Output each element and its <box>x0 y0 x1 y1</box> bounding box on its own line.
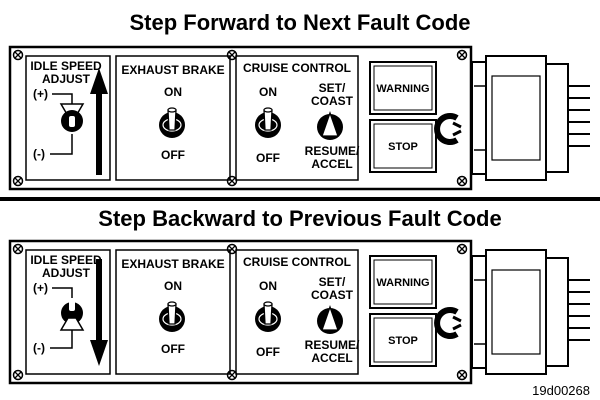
module-frame <box>25 249 111 375</box>
stop-label: STOP <box>388 335 418 347</box>
backward-panel: IDLE SPEED ADJUST (+) (-) EXHAUST B <box>8 239 473 385</box>
cruise-off-label: OFF <box>256 345 280 359</box>
exhaust-brake-module: EXHAUST BRAKE ON OFF <box>115 55 231 181</box>
minus-leader-line <box>50 134 73 155</box>
idle-speed-rocker-switch[interactable] <box>59 103 85 132</box>
cruise-on-label: ON <box>259 85 277 99</box>
wiring-connector-icon <box>471 249 590 375</box>
exhaust-brake-module: EXHAUST BRAKE ON OFF <box>115 249 231 375</box>
minus-leader-line <box>50 328 73 349</box>
set-resume-rocker-switch[interactable] <box>317 305 343 334</box>
exhaust-brake-on-label: ON <box>164 85 182 99</box>
module-frame <box>115 249 231 375</box>
exhaust-brake-title: EXHAUST BRAKE <box>121 63 224 77</box>
cruise-off-label: OFF <box>256 151 280 165</box>
corner-screw-icon <box>226 175 238 187</box>
minus-label: (-) <box>33 147 45 161</box>
wiring-connector-icon <box>471 55 590 181</box>
plus-leader-line <box>52 93 73 104</box>
exhaust-brake-off-label: OFF <box>161 342 185 356</box>
corner-screw-icon <box>12 49 24 61</box>
idle-speed-rocker-switch[interactable] <box>59 300 85 331</box>
exhaust-brake-toggle-switch[interactable] <box>159 107 185 138</box>
adjust-label: ADJUST <box>42 266 91 280</box>
idle-speed-adjust-module: IDLE SPEED ADJUST (+) (-) <box>25 55 111 181</box>
cruise-on-label: ON <box>259 279 277 293</box>
corner-screw-icon <box>456 369 468 381</box>
corner-screw-icon <box>226 243 238 255</box>
coast-label: COAST <box>311 288 354 302</box>
brand-logo-icon <box>434 113 462 145</box>
exhaust-brake-toggle-switch[interactable] <box>159 301 185 332</box>
idle-speed-label: IDLE SPEED <box>30 59 102 73</box>
exhaust-brake-on-label: ON <box>164 279 182 293</box>
set-label: SET/ <box>319 275 346 289</box>
accel-label: ACCEL <box>311 157 352 171</box>
module-frame <box>235 55 359 181</box>
cruise-control-title: CRUISE CONTROL <box>243 255 351 269</box>
corner-screw-icon <box>226 369 238 381</box>
forward-panel: IDLE SPEED ADJUST (+) (-) EX <box>8 45 473 191</box>
idle-speed-adjust-module: IDLE SPEED ADJUST (+) (-) <box>25 249 111 375</box>
plus-label: (+) <box>33 281 48 295</box>
module-frame <box>115 55 231 181</box>
resume-label: RESUME/ <box>305 144 360 158</box>
arrow-down-icon <box>90 259 108 366</box>
coast-label: COAST <box>311 94 354 108</box>
adjust-label: ADJUST <box>42 72 91 86</box>
set-label: SET/ <box>319 81 346 95</box>
plus-label: (+) <box>33 87 48 101</box>
forward-title: Step Forward to Next Fault Code <box>129 10 470 35</box>
exhaust-brake-off-label: OFF <box>161 148 185 162</box>
module-frame <box>25 55 111 181</box>
accel-label: ACCEL <box>311 351 352 365</box>
resume-label: RESUME/ <box>305 338 360 352</box>
warning-label: WARNING <box>376 277 429 289</box>
corner-screw-icon <box>12 369 24 381</box>
corner-screw-icon <box>226 49 238 61</box>
backward-section: Step Backward to Previous Fault Code IDL… <box>8 206 590 385</box>
cruise-on-off-toggle-switch[interactable] <box>255 107 281 138</box>
corner-screw-icon <box>456 49 468 61</box>
forward-section: Step Forward to Next Fault Code IDLE SPE… <box>8 10 590 191</box>
corner-screw-icon <box>12 243 24 255</box>
cruise-control-module: CRUISE CONTROL ON OFF SET/ COAST RESUME/… <box>235 55 360 181</box>
corner-screw-icon <box>456 243 468 255</box>
cruise-control-module: CRUISE CONTROL ON OFF SET/ COAST RESUME/… <box>235 249 360 375</box>
stop-label: STOP <box>388 141 418 153</box>
warning-lamp: WARNING <box>369 255 437 309</box>
minus-label: (-) <box>33 341 45 355</box>
warning-lamp: WARNING <box>369 61 437 115</box>
corner-screw-icon <box>12 175 24 187</box>
warning-label: WARNING <box>376 83 429 95</box>
cruise-control-title: CRUISE CONTROL <box>243 61 351 75</box>
set-resume-rocker-switch[interactable] <box>317 111 343 140</box>
arrow-up-icon <box>90 68 108 175</box>
cruise-on-off-toggle-switch[interactable] <box>255 301 281 332</box>
backward-title: Step Backward to Previous Fault Code <box>98 206 501 231</box>
corner-screw-icon <box>456 175 468 187</box>
figure-id: 19d00268 <box>532 383 590 398</box>
idle-speed-label: IDLE SPEED <box>30 253 102 267</box>
exhaust-brake-title: EXHAUST BRAKE <box>121 257 224 271</box>
module-frame <box>235 249 359 375</box>
brand-logo-icon <box>434 307 462 339</box>
section-divider <box>0 197 600 201</box>
plus-leader-line <box>52 287 73 298</box>
stop-lamp: STOP <box>369 313 437 367</box>
stop-lamp: STOP <box>369 119 437 173</box>
